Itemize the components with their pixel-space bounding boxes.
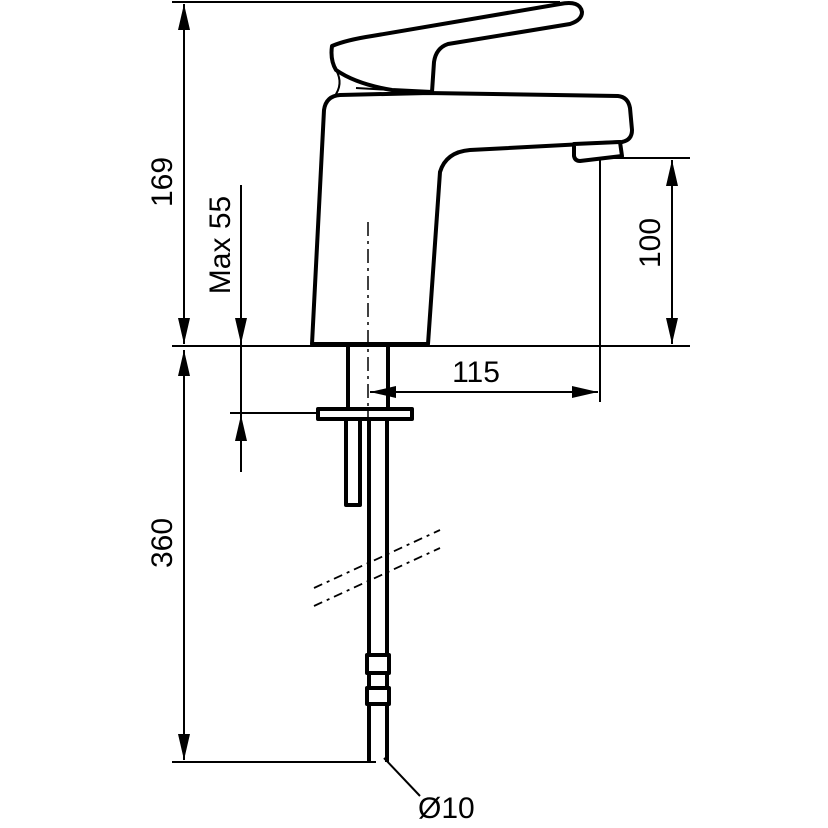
dim-100-arrow-bottom xyxy=(666,318,678,344)
dim-169-arrow-top xyxy=(178,4,190,30)
faucet-body xyxy=(310,91,634,346)
lever-base-curve xyxy=(333,69,341,98)
hose-break-line-upper xyxy=(313,529,441,589)
dim-360-arrow-bottom xyxy=(178,734,190,760)
dim-max55-label: Max 55 xyxy=(204,196,237,294)
lever-seam xyxy=(355,87,427,93)
dim-115-arrow-left xyxy=(370,386,396,398)
dim-115-arrow-right xyxy=(572,386,598,398)
dim-115-label: 115 xyxy=(452,356,500,389)
dim-360-arrow-top xyxy=(178,350,190,376)
hose-break-line-lower xyxy=(313,547,441,607)
spout-aerator xyxy=(572,140,624,163)
dim-max55-arrow-up xyxy=(235,415,247,441)
fixing-nut xyxy=(316,407,414,421)
dim-100-label: 100 xyxy=(634,218,667,268)
dim-max55-arrow-down xyxy=(235,318,247,344)
dim-100-arrow-top xyxy=(666,160,678,186)
dim-169-arrow-bottom xyxy=(178,318,190,344)
lever-handle xyxy=(329,1,584,94)
hose-fitting-upper xyxy=(365,653,391,675)
dim-169-label: 169 xyxy=(146,157,179,207)
dim-diameter-label: Ø10 xyxy=(418,792,475,825)
dim-360-label: 360 xyxy=(146,518,179,568)
hose-fitting-lower xyxy=(365,686,391,706)
dim-diameter-leader xyxy=(383,757,421,797)
threaded-rod xyxy=(344,417,362,507)
